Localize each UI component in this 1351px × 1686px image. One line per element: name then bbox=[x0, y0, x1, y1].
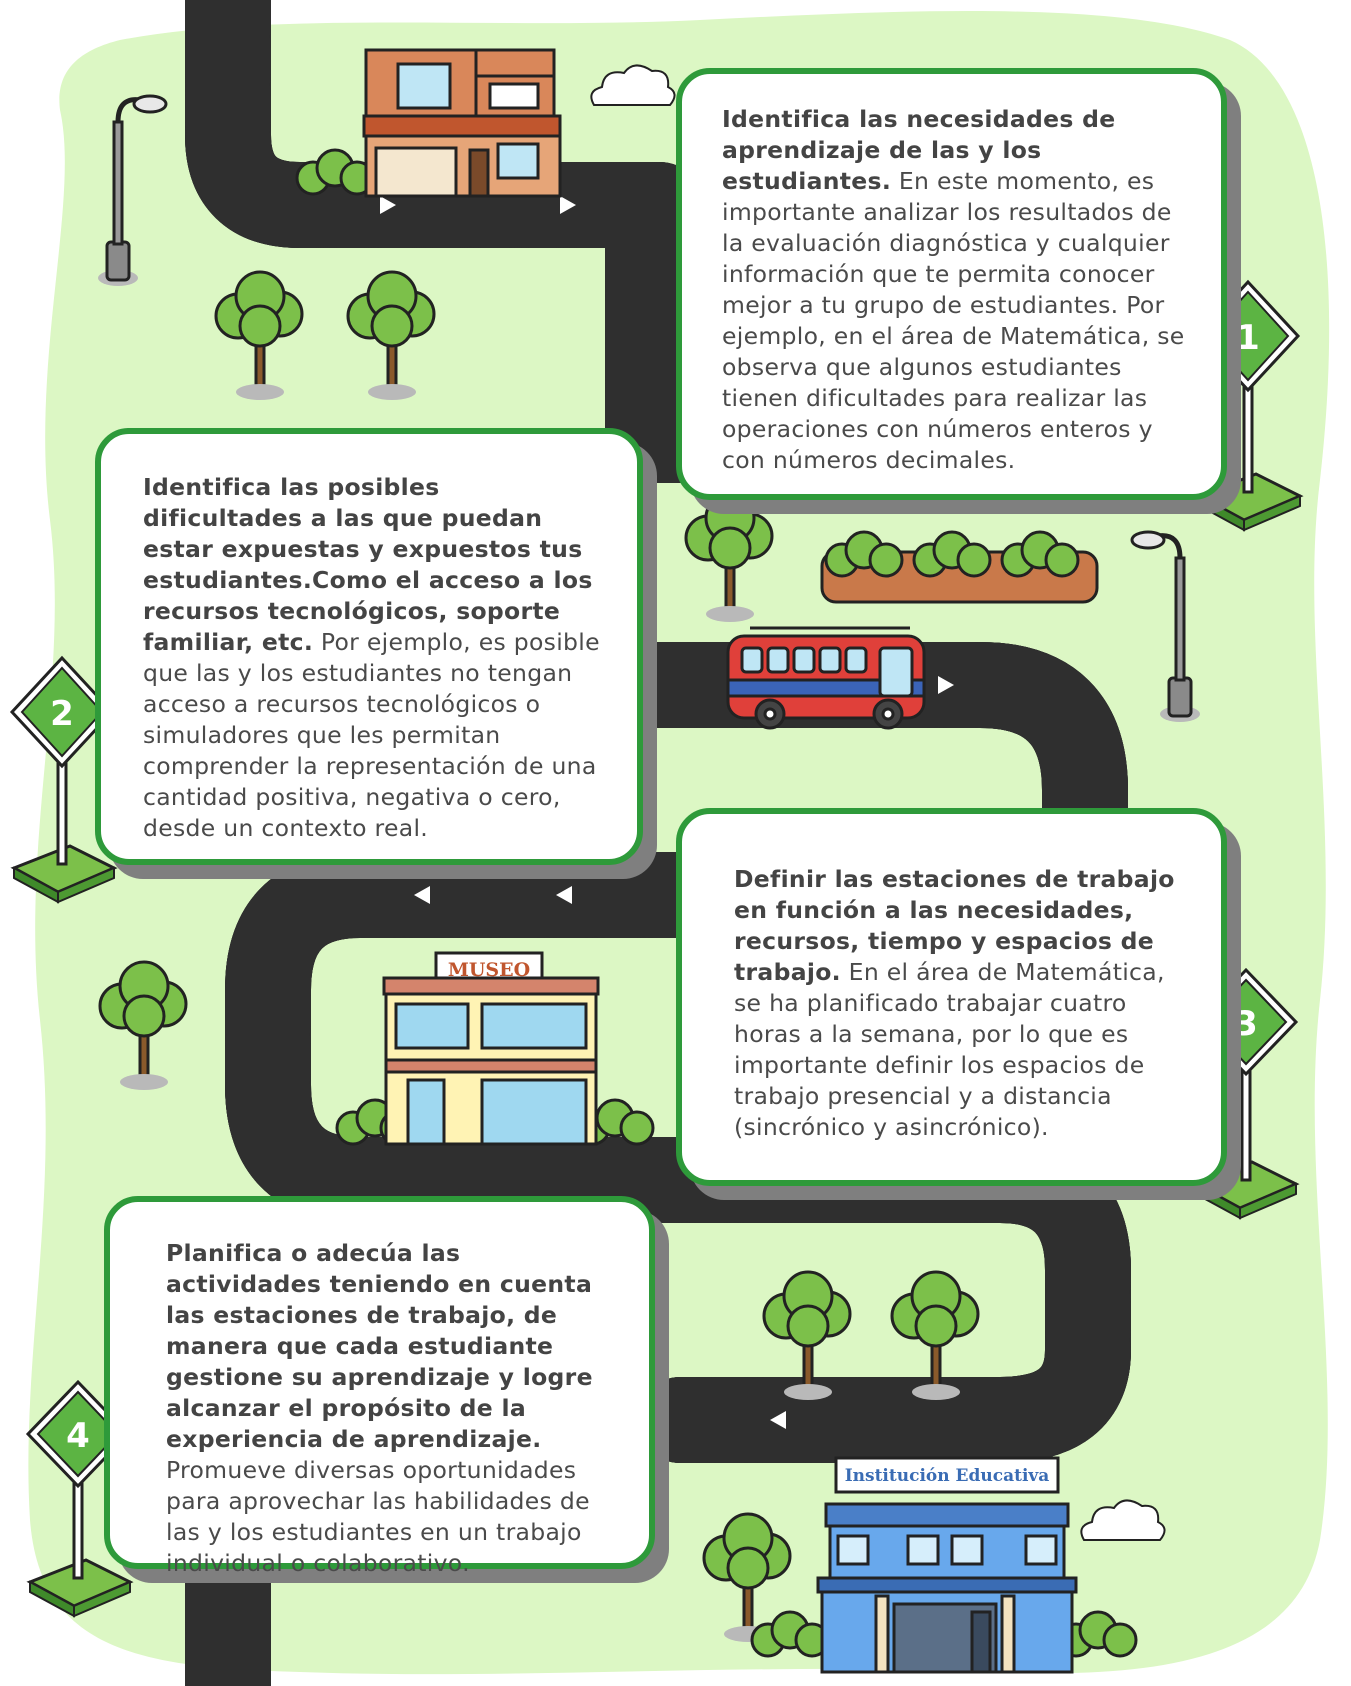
step-card-1: Identifica las necesidades de aprendizaj… bbox=[676, 68, 1227, 500]
school-sign-label: Institución Educativa bbox=[845, 1466, 1050, 1486]
planter-icon bbox=[820, 530, 1099, 604]
step-number: 1 bbox=[1236, 318, 1260, 358]
house-icon bbox=[295, 48, 562, 198]
road-sign-2: 2 bbox=[9, 655, 118, 904]
step-body: Por ejemplo, es posible que las y los es… bbox=[143, 628, 600, 842]
step-title: Planifica o adecúa las actividades tenie… bbox=[166, 1239, 593, 1453]
step-card-3: Definir las estaciones de trabajo en fun… bbox=[676, 808, 1227, 1186]
step-number: 3 bbox=[1234, 1004, 1258, 1044]
step-text: Identifica las posibles dificultades a l… bbox=[143, 472, 607, 844]
step-number: 2 bbox=[50, 694, 74, 734]
museum-building-icon bbox=[335, 951, 655, 1146]
step-number: 4 bbox=[66, 1416, 90, 1456]
step-title: Identifica las necesidades de aprendizaj… bbox=[722, 105, 1116, 195]
step-title: Identifica las posibles dificultades a l… bbox=[143, 473, 593, 656]
step-title: Definir las estaciones de trabajo en fun… bbox=[734, 865, 1175, 986]
step-body: Promueve diversas oportunidades para apr… bbox=[166, 1456, 590, 1577]
school-building-icon bbox=[750, 1456, 1138, 1674]
step-card-4: Planifica o adecúa las actividades tenie… bbox=[104, 1196, 655, 1577]
museum-sign-label: MUSEO bbox=[448, 959, 530, 981]
bus-icon bbox=[726, 626, 926, 730]
road-sign-4: 4 bbox=[25, 1379, 134, 1618]
step-body: En el área de Matemática, se ha planific… bbox=[734, 958, 1165, 1141]
step-text: Definir las estaciones de trabajo en fun… bbox=[734, 864, 1193, 1143]
step-body: En este momento, es importante analizar … bbox=[722, 167, 1185, 474]
step-card-2: Identifica las posibles dificultades a l… bbox=[95, 428, 643, 865]
step-text: Planifica o adecúa las actividades tenie… bbox=[166, 1238, 621, 1579]
step-text: Identifica las necesidades de aprendizaj… bbox=[722, 104, 1193, 476]
